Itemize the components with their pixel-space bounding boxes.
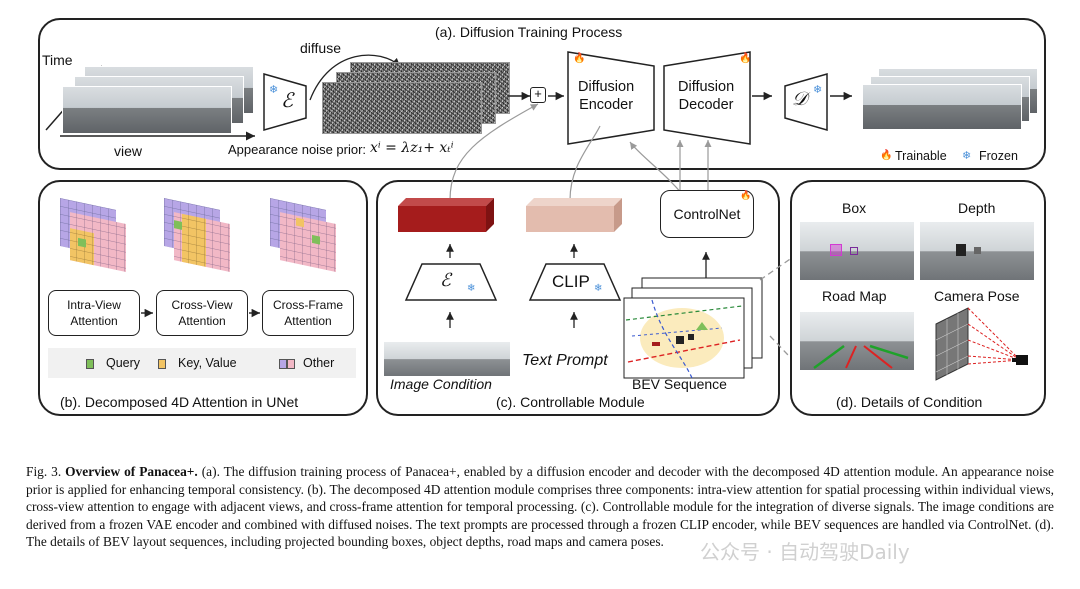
input-frames-front [62,86,232,134]
intra-view-attention-box: Intra-View Attention [48,290,140,336]
box-overlay-marker [830,244,842,256]
legend-frozen-label: Frozen [979,149,1018,163]
legend-key-value-label: Key, Value [178,356,237,370]
diffusion-encoder-shape [567,51,655,145]
image-encoder-shape [404,263,498,301]
diffuse-arrow [309,54,401,101]
box-overlay-marker [850,247,858,255]
panel-a-title: (a). Diffusion Training Process [435,24,623,40]
cross-frame-attention-box: Cross-Frame Attention [262,290,354,336]
condition-connectors [449,103,712,205]
caption-title: Overview of Panacea+. [65,464,198,479]
other-swatch-purple [279,359,287,369]
vae-decoder-symbol: 𝒟 [792,88,808,110]
flame-icon: 🔥 [573,53,586,64]
image-feature-bar [398,198,494,232]
snowflake-icon: ❄ [467,283,476,294]
controlnet-box: ControlNet [660,190,754,238]
vae-encoder-shape [263,73,307,131]
snowflake-icon: ❄ [594,283,603,294]
frozen-snowflake-icon: ❄ [269,84,279,96]
arrows-row-a [508,91,852,101]
diffusion-decoder-shape [663,51,751,145]
query-swatch [86,359,94,369]
diffusion-encoder-label: Diffusion Encoder [578,79,635,113]
cross-view-attention-box: Cross-View Attention [156,290,248,336]
text-prompt-label: Text Prompt [522,352,608,369]
clip-label: CLIP [552,272,590,291]
image-condition-label: Image Condition [390,376,492,392]
panel-d-title: (d). Details of Condition [836,394,983,410]
panel-c-title: (c). Controllable Module [496,394,645,410]
text-feature-bar [526,198,622,232]
image-condition-photo [384,342,510,376]
legend-other-label: Other [303,356,335,370]
camera-pose-illustration [935,307,1028,381]
flame-icon: 🔥 [740,190,752,200]
depth-label: Depth [958,200,996,216]
panel-b-title: (b). Decomposed 4D Attention in UNet [60,394,299,410]
bev-sequence-label: BEV Sequence [632,376,727,392]
legend-trainable-label: Trainable [895,149,947,163]
snowflake-icon: ❄ [962,150,972,162]
caption-text: (a). The diffusion training process of P… [26,464,1054,550]
attention-legend [48,348,356,378]
road-map-label: Road Map [822,288,887,304]
attention-arrows [141,308,260,318]
vae-decoder-shape [784,73,828,131]
other-swatch-pink [287,359,295,369]
noise-frame-front [322,82,482,134]
camera-pose-label: Camera Pose [934,288,1020,304]
noise-prior-label: Appearance noise prior: [228,142,367,157]
diffuse-label: diffuse [300,40,341,56]
clip-encoder-shape [528,263,622,301]
road-map-condition-image [800,312,914,370]
depth-overlay-marker [956,244,966,256]
road-map-lines [813,344,909,370]
flame-icon: 🔥 [739,53,752,64]
legend-query-label: Query [106,356,141,370]
plus-node: + [530,87,546,103]
caption-fig-label: Fig. 3. [26,464,62,479]
figure-caption: Fig. 3. Overview of Panacea+. (a). The d… [26,463,1054,551]
noise-prior-formula: xⁱ = λz₁+ xₜⁱ [370,140,454,156]
output-frames-front [862,84,1022,130]
key-value-swatch [158,359,166,369]
time-label: Time [42,52,73,68]
flame-icon: 🔥 [880,150,893,161]
attention-grids [60,198,336,273]
view-label: view [114,143,143,159]
panel-condition-details [790,180,1046,416]
bev-sequence-stack [623,277,763,379]
watermark-text: 公众号 · 自动驾驶Daily [700,540,910,564]
image-encoder-symbol: ℰ [440,270,451,291]
diffusion-decoder-label: Diffusion Decoder [678,79,735,113]
vae-encoder-symbol: ℰ [281,88,294,112]
depth-overlay-marker [974,247,981,254]
snowflake-icon: ❄ [813,84,823,96]
box-label: Box [842,200,867,216]
